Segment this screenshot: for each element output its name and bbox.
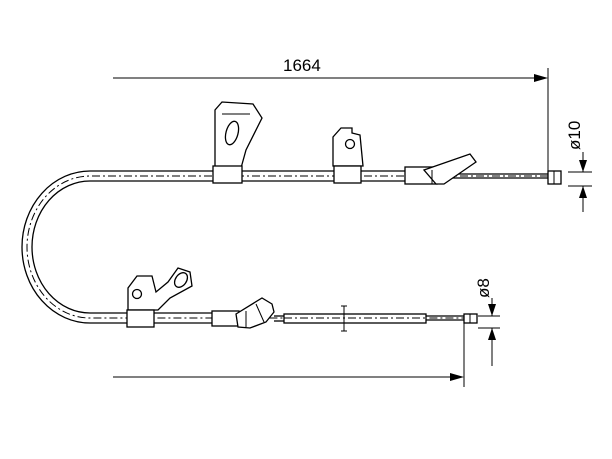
diameter-bottom-arrow-upper <box>488 304 496 316</box>
top-bracket-small <box>332 127 364 184</box>
bottom-bracket-clamp <box>126 309 155 328</box>
diameter-bottom-arrow-lower <box>488 328 496 340</box>
cable-sheath <box>21 170 548 324</box>
bottom-grommet-line-2 <box>255 303 265 323</box>
bottom-grommet-assembly <box>211 297 275 329</box>
diameter-top-label: ø10 <box>565 121 584 150</box>
lower-length-dimension <box>113 322 465 387</box>
top-bracket-large-slot <box>224 120 240 146</box>
bottom-bracket <box>126 267 193 328</box>
length-label: 1664 <box>283 56 321 75</box>
diameter-top-dimension: ø10 <box>565 121 592 212</box>
top-bracket-large-clamp <box>212 165 243 184</box>
top-fitting-tab <box>422 153 477 185</box>
bottom-adjuster <box>274 305 427 332</box>
diameter-top-arrow-upper <box>579 160 587 172</box>
bottom-bracket-hole <box>131 288 143 300</box>
top-bracket-large-body <box>214 101 263 169</box>
top-bracket-small-clamp <box>333 165 362 184</box>
lower-arrowhead-right <box>450 373 464 381</box>
diameter-top-arrow-lower <box>579 186 587 198</box>
sheath-outer-line <box>21 170 405 324</box>
bottom-grommet-body <box>235 297 275 329</box>
bottom-clamp <box>211 310 240 327</box>
length-dimension: 1664 <box>113 56 549 172</box>
sheath-inner-line <box>31 180 405 314</box>
diameter-bottom-dimension: ø8 <box>474 278 500 366</box>
top-bracket-small-hole <box>344 138 356 150</box>
bottom-bracket-slot <box>173 272 189 288</box>
cable-centerline <box>26 175 548 319</box>
top-bracket-large <box>212 101 263 184</box>
length-arrowhead-right <box>534 74 548 82</box>
diameter-bottom-label: ø8 <box>474 278 493 298</box>
bottom-inner-wire <box>426 313 478 324</box>
top-end-fitting <box>404 153 477 185</box>
